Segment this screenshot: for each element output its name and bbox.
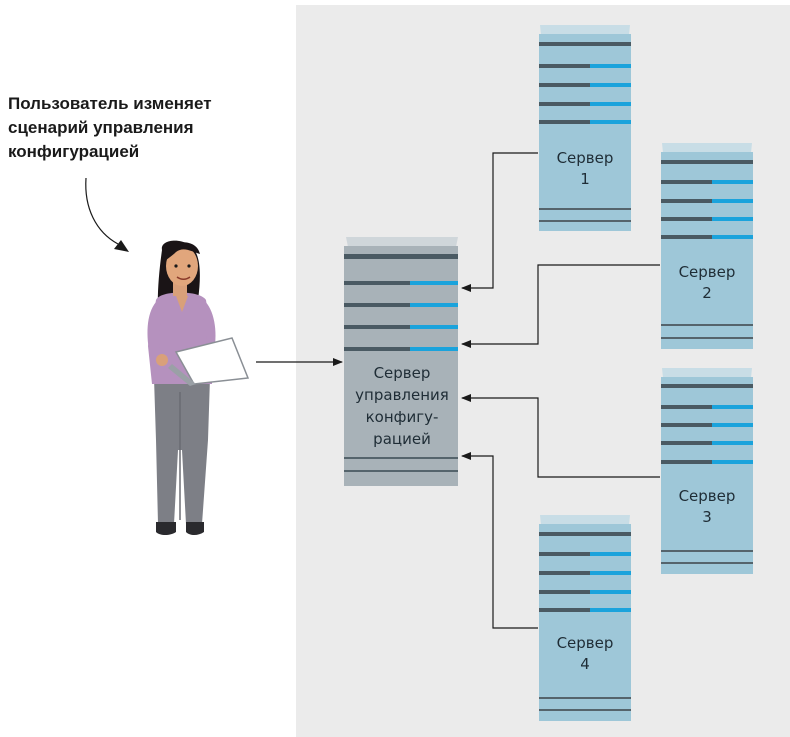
arrow-server2-to-config-server xyxy=(461,264,660,348)
arrow-server4-to-config-server xyxy=(461,452,538,629)
server-4-number: 4 xyxy=(580,655,590,673)
server-1-label: Сервер 1 xyxy=(539,148,631,190)
server-3 xyxy=(661,368,753,574)
config-server-label-line-4: рацией xyxy=(373,430,431,448)
config-management-server xyxy=(344,237,458,486)
server-2-label: Сервер 2 xyxy=(661,262,753,304)
server-4 xyxy=(539,515,631,721)
config-server-label: Сервер управления конфигу- рацией xyxy=(346,362,458,450)
connectors xyxy=(256,152,660,629)
arrow-server1-to-config-server xyxy=(461,152,538,292)
server-1 xyxy=(539,25,631,231)
server-3-title: Сервер xyxy=(678,487,736,505)
server-2-number: 2 xyxy=(702,284,712,302)
config-server-label-line-2: управления xyxy=(355,386,449,404)
server-4-label: Сервер 4 xyxy=(539,633,631,675)
caption-pointer-arrowhead xyxy=(114,240,129,252)
server-1-title: Сервер xyxy=(556,149,614,167)
user-figure xyxy=(147,240,250,535)
server-3-label: Сервер 3 xyxy=(661,486,753,528)
caption-line-3: конфигурацией xyxy=(8,142,140,161)
config-server-label-line-3: конфигу- xyxy=(365,408,439,426)
server-2 xyxy=(661,143,753,349)
server-1-number: 1 xyxy=(580,170,590,188)
server-4-title: Сервер xyxy=(556,634,614,652)
caption-line-1: Пользователь изменяет xyxy=(8,94,212,113)
laptop-icon xyxy=(174,337,250,385)
caption-line-2: сценарий управления xyxy=(8,118,194,137)
arrow-server3-to-config-server xyxy=(461,394,660,478)
server-2-title: Сервер xyxy=(678,263,736,281)
config-server-label-line-1: Сервер xyxy=(373,364,431,382)
server-3-number: 3 xyxy=(702,508,712,526)
caption-pointer-arrow xyxy=(85,177,119,245)
user-caption: Пользователь изменяет сценарий управлени… xyxy=(8,92,248,164)
